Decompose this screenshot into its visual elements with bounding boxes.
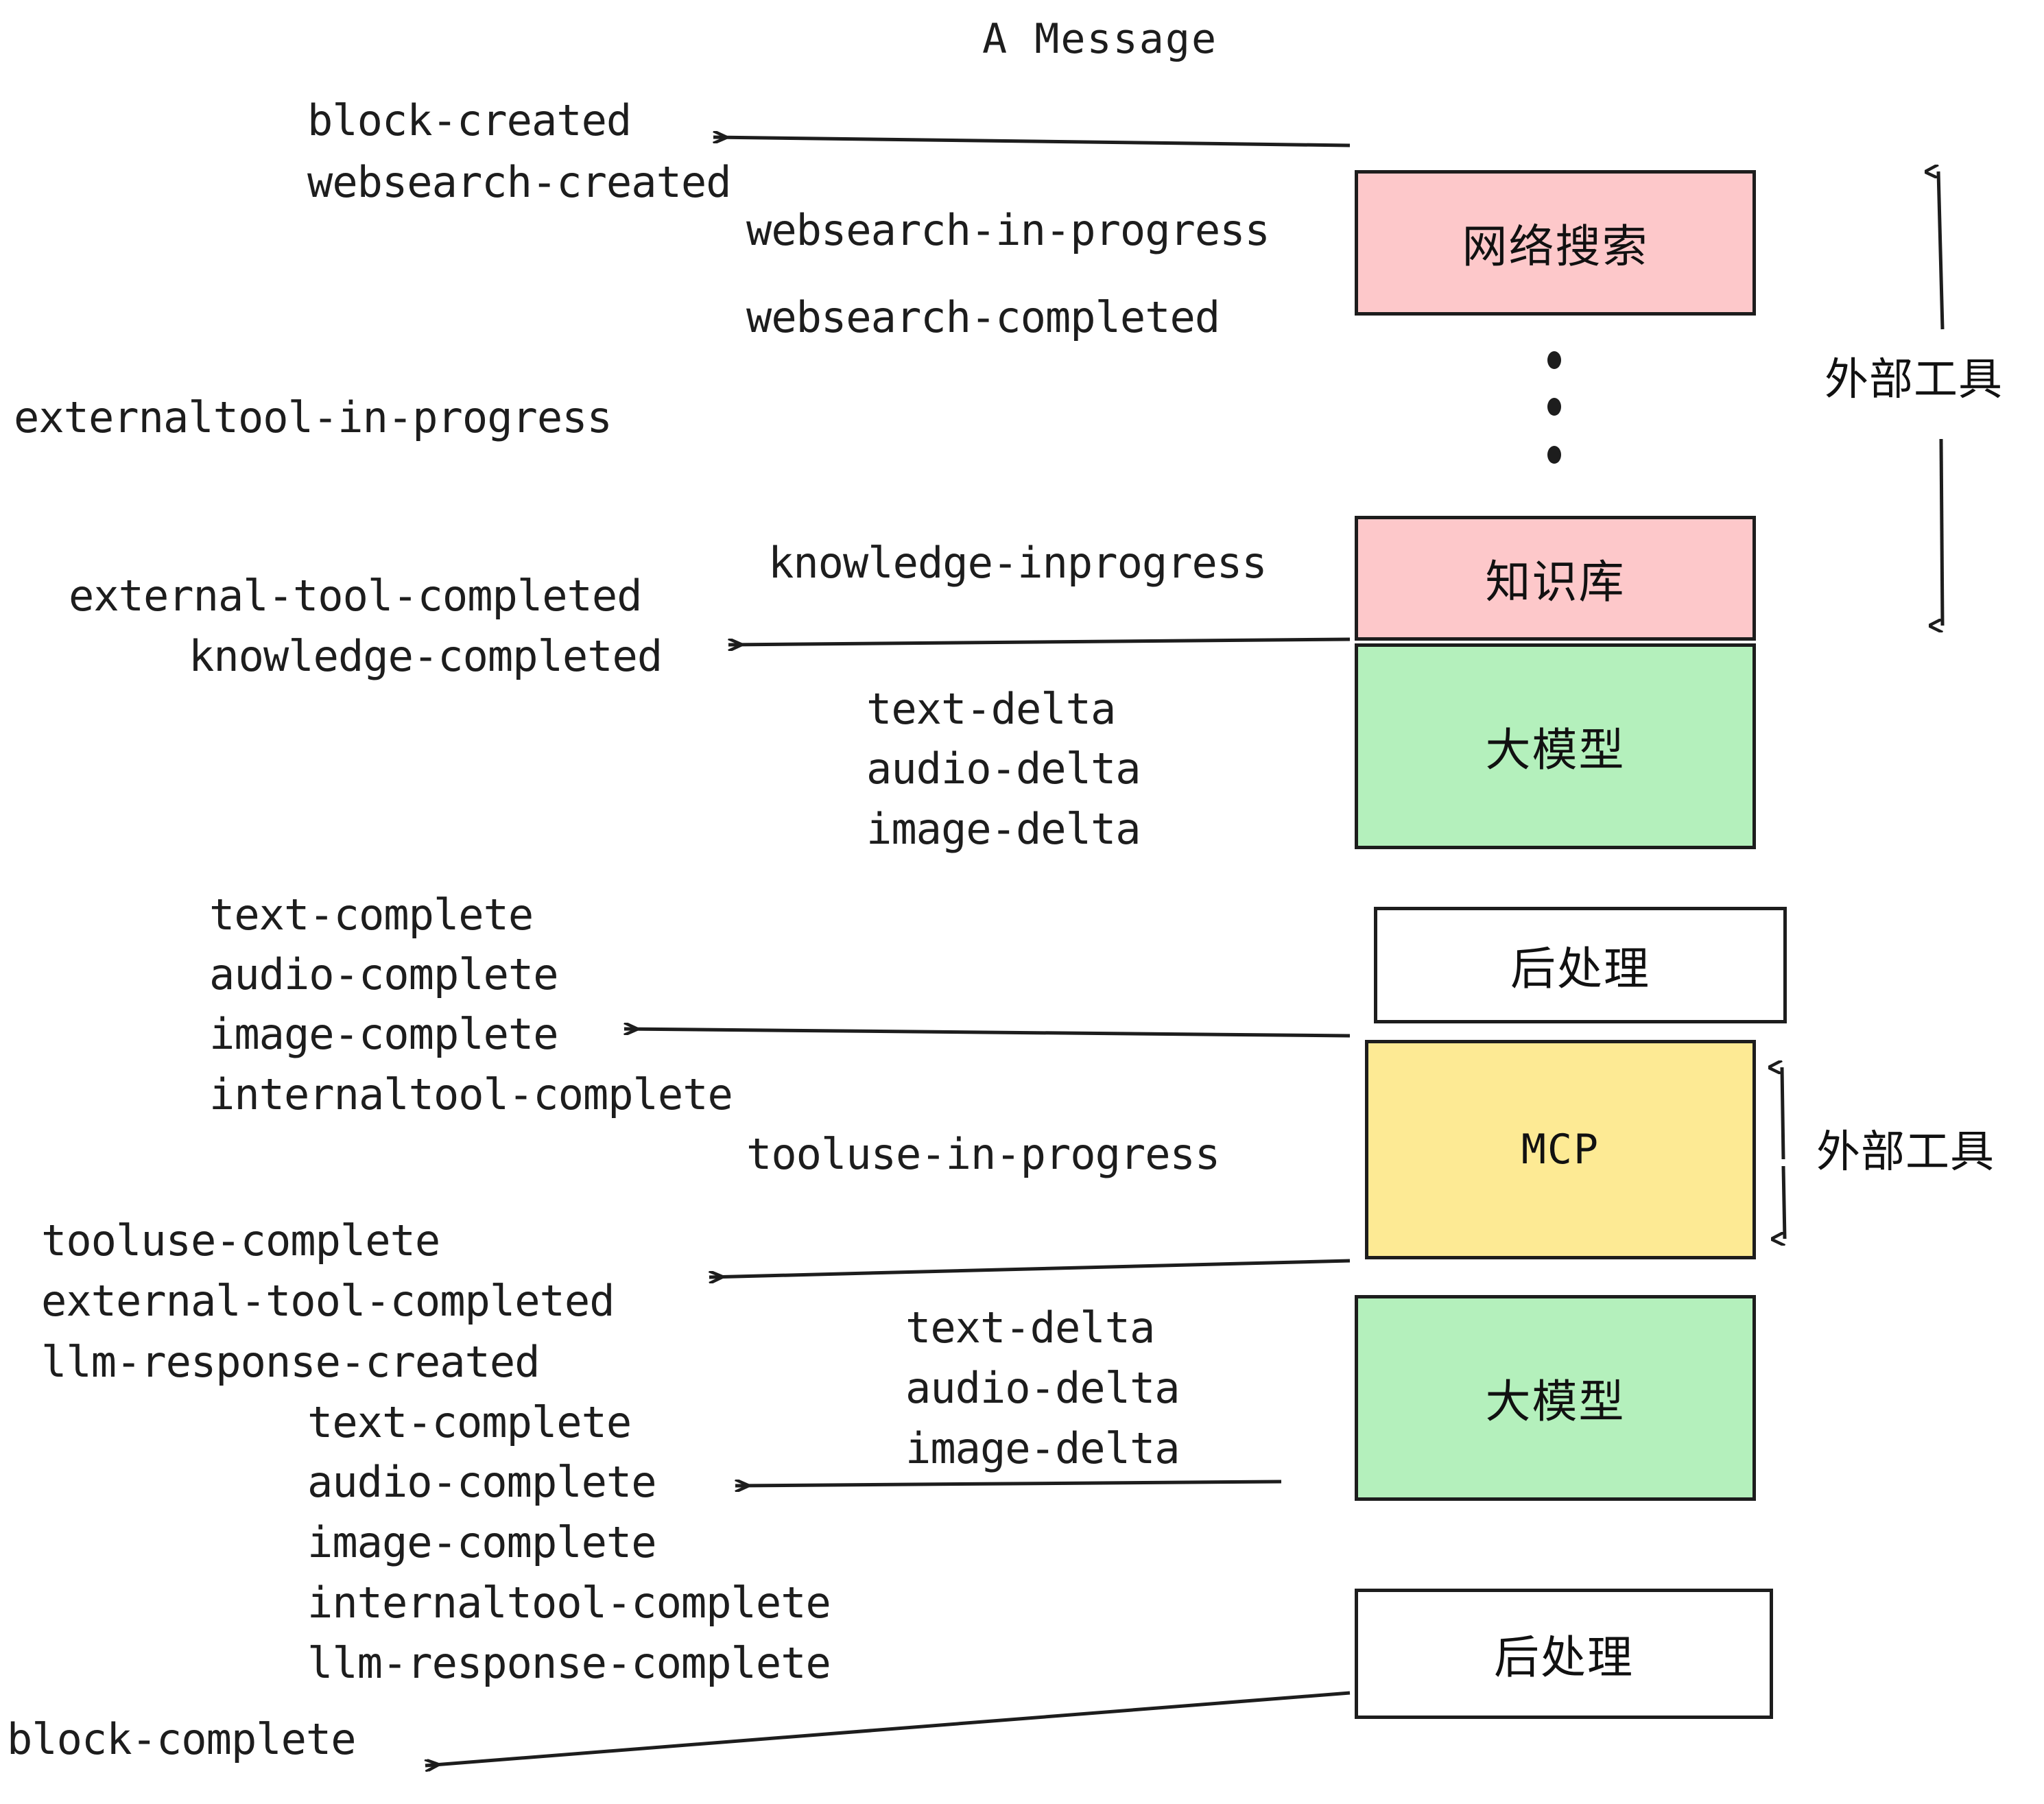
- event-label: llm-response-complete: [307, 1638, 831, 1688]
- event-label: audio-delta: [905, 1363, 1180, 1413]
- ellipsis-dot: [1547, 398, 1561, 416]
- event-label: internaltool-complete: [307, 1578, 831, 1628]
- arrow-knowledge-done: [728, 637, 1351, 645]
- event-label: internaltool-complete: [209, 1069, 733, 1119]
- event-label: text-complete: [209, 890, 534, 940]
- event-label: audio-complete: [209, 949, 559, 999]
- event-label: audio-complete: [307, 1457, 657, 1507]
- external-tools-bottom-label: 外部工具: [1816, 1127, 1995, 1178]
- event-label: audio-delta: [866, 744, 1141, 794]
- external-tools-bottom-up-arrow: [1782, 1067, 1785, 1160]
- event-label: image-complete: [307, 1517, 657, 1567]
- external-tools-top-down-arrow: [1941, 438, 1945, 626]
- diagram-title: A Message: [982, 15, 1218, 63]
- event-label: websearch-in-progress: [746, 205, 1270, 255]
- event-label: text-delta: [905, 1303, 1155, 1353]
- node-knowledge-label: 知识库: [1485, 556, 1626, 608]
- event-label: text-delta: [866, 684, 1116, 734]
- arrow-block-complete: [425, 1691, 1351, 1766]
- node-postprocess-1-label: 后处理: [1510, 942, 1650, 995]
- arrow-block-created: [713, 137, 1351, 147]
- event-label: external-tool-completed: [69, 571, 643, 621]
- event-label: websearch-completed: [746, 292, 1220, 342]
- arrow-tooluse-done: [709, 1259, 1351, 1277]
- ellipsis-dot: [1547, 351, 1561, 369]
- ellipsis-dot: [1547, 446, 1561, 464]
- external-tools-bottom-down-arrow: [1783, 1165, 1787, 1239]
- event-label: block-complete: [7, 1714, 357, 1764]
- event-label: image-delta: [905, 1423, 1180, 1473]
- event-label: knowledge-completed: [189, 631, 663, 681]
- node-llm-1[interactable]: 大模型: [1355, 643, 1756, 849]
- node-postprocess-2-label: 后处理: [1494, 1631, 1634, 1684]
- external-tools-top-label: 外部工具: [1825, 355, 2003, 405]
- node-llm-2[interactable]: 大模型: [1355, 1295, 1756, 1501]
- node-llm-2-label: 大模型: [1485, 1375, 1626, 1428]
- node-websearch[interactable]: 网络搜索: [1355, 170, 1756, 316]
- node-postprocess-2[interactable]: 后处理: [1355, 1589, 1773, 1719]
- event-label: image-complete: [209, 1009, 559, 1059]
- event-label: tooluse-complete: [41, 1215, 440, 1266]
- event-label: knowledge-inprogress: [768, 538, 1268, 588]
- event-label: external-tool-completed: [41, 1276, 615, 1326]
- node-mcp[interactable]: MCP: [1365, 1040, 1756, 1259]
- external-tools-top-up-arrow: [1938, 171, 1945, 330]
- node-websearch-label: 网络搜索: [1462, 220, 1649, 273]
- event-label: llm-response-created: [41, 1337, 540, 1387]
- event-label: text-complete: [307, 1397, 632, 1447]
- arrow-image-complete: [624, 1029, 1351, 1038]
- arrow-audio-complete: [735, 1482, 1282, 1486]
- event-label: externaltool-in-progress: [14, 392, 613, 442]
- node-mcp-label: MCP: [1521, 1126, 1600, 1174]
- event-label: tooluse-in-progress: [746, 1129, 1220, 1179]
- event-label: image-delta: [866, 804, 1141, 854]
- node-knowledge[interactable]: 知识库: [1355, 516, 1756, 641]
- node-postprocess-1[interactable]: 后处理: [1374, 907, 1787, 1023]
- event-label: block-created: [307, 95, 632, 145]
- event-label: websearch-created: [307, 157, 732, 207]
- node-llm-1-label: 大模型: [1485, 724, 1626, 776]
